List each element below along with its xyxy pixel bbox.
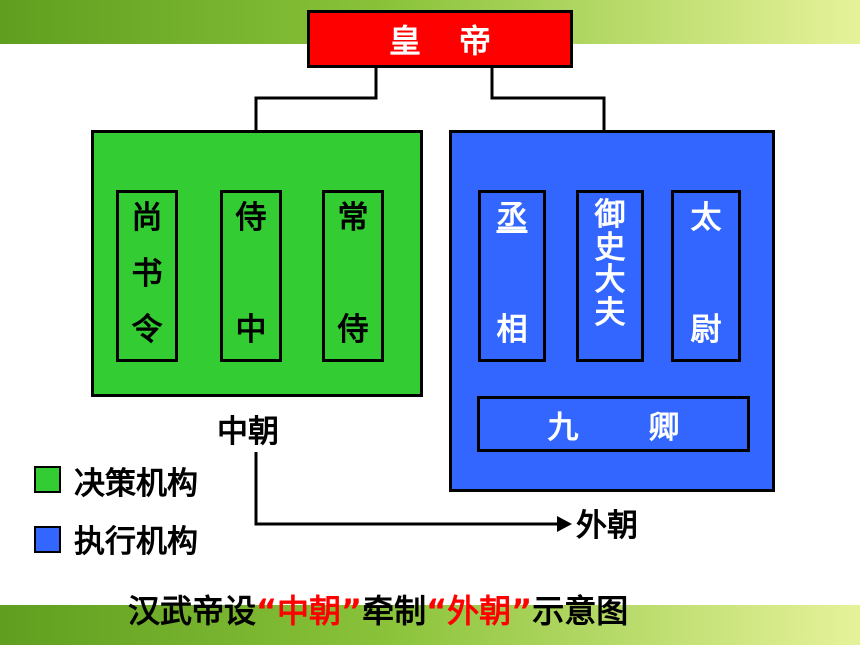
inner-court-label: 中朝 (217, 414, 279, 450)
caption-suffix: 示意图 (532, 592, 629, 630)
office-char: 史 (594, 229, 626, 266)
legend-decision-label: 决策机构 (74, 466, 198, 502)
office-char: 尚 (131, 200, 163, 236)
legend-green-swatch (34, 466, 61, 493)
office-shizhong: 侍 中 (220, 190, 282, 362)
bottom-decorative-bar (0, 605, 860, 645)
outer-court-label: 外朝 (576, 508, 638, 544)
office-char: 丞 (496, 200, 528, 236)
legend-execution-label: 执行机构 (74, 524, 198, 560)
office-yushidafu: 御 史 大 夫 (576, 190, 644, 362)
office-char: 太 (690, 200, 722, 236)
caption-term-outer: “外朝” (426, 592, 533, 630)
caption-term-inner: “中朝” (256, 592, 363, 630)
office-chengxiang: 丞 相 (478, 190, 546, 362)
emperor-label: 皇帝 (388, 22, 529, 60)
jiuqing-char: 卿 (648, 409, 680, 446)
caption-prefix: 汉武帝设 (128, 592, 257, 630)
office-char: 侍 (235, 200, 267, 236)
arrowhead-icon (557, 516, 572, 532)
office-char: 侍 (337, 312, 369, 349)
office-char: 大 (594, 262, 626, 299)
legend-blue-swatch (34, 526, 61, 553)
office-char: 夫 (594, 294, 626, 331)
office-char: 令 (131, 312, 163, 349)
jiuqing-char: 九 (547, 409, 579, 446)
office-char: 常 (337, 200, 369, 236)
office-char: 相 (496, 312, 528, 349)
office-char: 御 (594, 197, 626, 233)
office-char: 尉 (690, 312, 722, 349)
office-shangshuling: 尚 书 令 (116, 190, 178, 362)
diagram-caption: 汉武帝设“中朝”牵制“外朝”示意图 (128, 586, 628, 632)
office-changshi: 常 侍 (322, 190, 384, 362)
jiuqing-box: 九卿 (477, 396, 750, 452)
caption-middle: 牵制 (362, 592, 427, 630)
office-char: 书 (131, 256, 163, 293)
connector-inner-to-outer (254, 452, 557, 526)
office-char: 中 (235, 312, 267, 349)
office-taiwei: 太 尉 (671, 190, 741, 362)
emperor-box: 皇帝 (307, 10, 573, 68)
